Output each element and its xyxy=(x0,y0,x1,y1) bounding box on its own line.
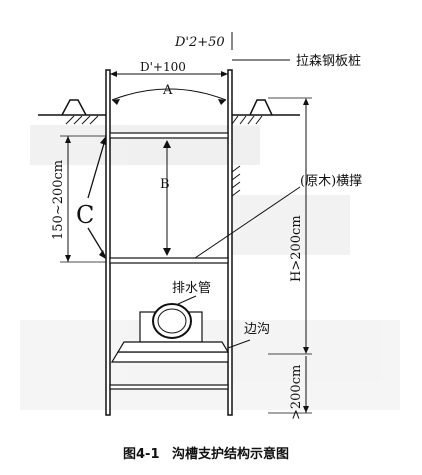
ground-right xyxy=(231,99,300,197)
sheet-pile-right xyxy=(227,69,233,416)
sheet-pile-callout: 拉森钢板桩 xyxy=(232,54,361,69)
ground-left xyxy=(38,99,108,125)
height-label: H>200cm xyxy=(289,215,304,282)
dim-a-label: A xyxy=(162,83,173,98)
dimension-a: A xyxy=(111,83,227,105)
spacing-dimension: 150~200cm xyxy=(51,135,106,263)
sheet-pile-label: 拉森钢板桩 xyxy=(296,54,361,69)
height-dimension: H>200cm xyxy=(268,97,312,355)
strut-label: (原木)横撑 xyxy=(300,174,362,189)
strut-middle xyxy=(109,257,229,264)
drain-pipe-label: 排水管 xyxy=(172,281,211,296)
dim-b-label: B xyxy=(160,177,170,192)
bottom-depth-label: >200cm xyxy=(289,365,304,420)
sheet-pile-left xyxy=(105,69,111,416)
side-ditch-label: 边沟 xyxy=(244,322,270,337)
figure-caption: 图4-1 沟槽支护结构示意图 xyxy=(123,446,289,462)
dimension-b: B xyxy=(160,140,171,256)
inner-width-dimension: D'+100 xyxy=(110,60,228,77)
top-dim-label: D'2+50 xyxy=(174,35,225,50)
background-texture xyxy=(20,125,400,410)
drainage-pipe: 排水管 xyxy=(139,281,211,343)
caption-number: 图4-1 xyxy=(123,447,160,462)
bottom-depth-dimension: >200cm xyxy=(268,356,312,420)
strut-bottom xyxy=(109,384,229,390)
inner-dim-label: D'+100 xyxy=(140,60,186,74)
spacing-label: 150~200cm xyxy=(51,160,66,240)
side-ditch: 边沟 xyxy=(110,322,270,363)
dim-c-label: C xyxy=(76,201,94,229)
caption-title: 沟槽支护结构示意图 xyxy=(172,446,289,462)
strut-top xyxy=(109,132,229,139)
dimension-c: C xyxy=(76,136,106,259)
strut-callout: (原木)横撑 xyxy=(194,174,362,259)
top-dimension: D'2+50 xyxy=(174,32,233,50)
